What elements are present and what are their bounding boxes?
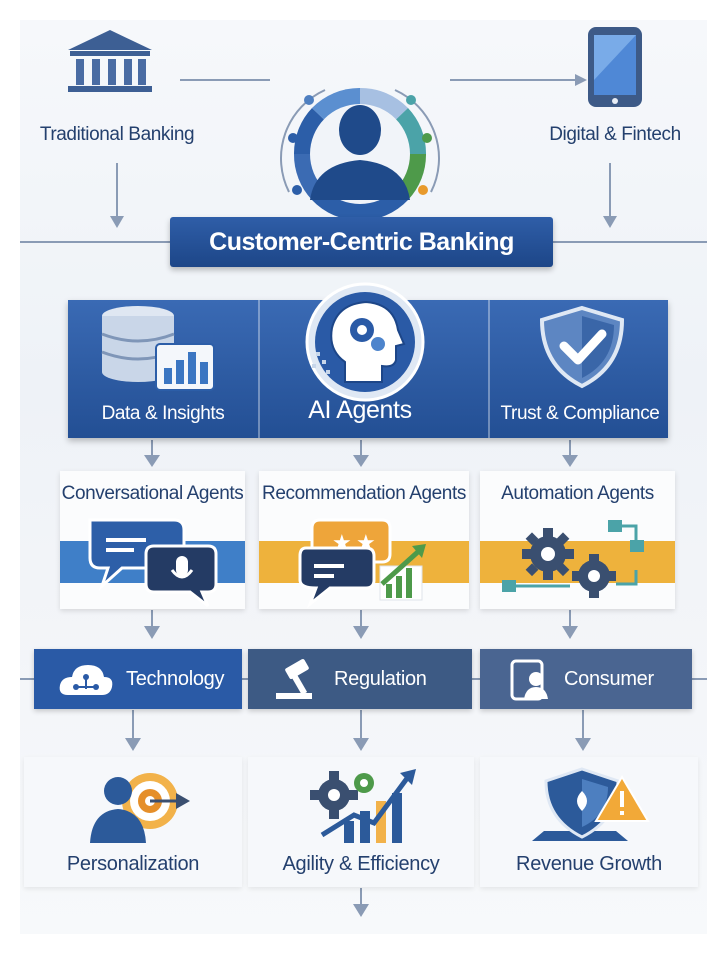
recommendation-agents-label: Recommendation Agents xyxy=(262,483,466,504)
arrow-down xyxy=(353,904,369,917)
outcome-agility-efficiency: Agility & Efficiency xyxy=(248,757,474,887)
ai-agents-label: AI Agents xyxy=(308,396,412,424)
arrow-down xyxy=(562,626,578,639)
database-chart-icon xyxy=(101,306,215,391)
personalization-label: Personalization xyxy=(66,853,200,875)
cloud-network-icon xyxy=(59,665,113,695)
rating-chart-icon: ★ ★ xyxy=(298,518,426,609)
shield-warning-icon xyxy=(532,767,650,841)
phone-icon xyxy=(588,27,642,107)
diagram-canvas: Traditional Banking Digital & Fintech Cu… xyxy=(20,20,707,934)
trust-compliance-label: Trust & Compliance xyxy=(500,403,660,424)
arrow-down xyxy=(562,455,578,467)
chat-bubbles-icon xyxy=(88,518,218,608)
arrow-down xyxy=(353,455,369,467)
user-device-icon xyxy=(510,659,548,701)
digital-fintech-label: Digital & Fintech xyxy=(549,124,681,145)
shield-check-icon xyxy=(539,305,625,389)
automation-agents-label: Automation Agents xyxy=(501,483,654,504)
arrow-down xyxy=(144,455,160,467)
arrow-down xyxy=(603,216,617,228)
outcome-personalization: Personalization xyxy=(24,757,242,887)
arrow-right xyxy=(575,74,587,86)
outcome-revenue-growth: Revenue Growth xyxy=(480,757,698,887)
driver-technology: Technology xyxy=(34,649,242,709)
bank-icon xyxy=(68,30,152,92)
customer-centric-banner: Customer-Centric Banking xyxy=(170,217,553,267)
arrow-down xyxy=(353,626,369,639)
driver-regulation: Regulation xyxy=(248,649,472,709)
gear-growth-icon xyxy=(310,769,416,843)
arrow-down xyxy=(125,738,141,751)
consumer-label: Consumer xyxy=(564,668,654,690)
gavel-icon xyxy=(276,659,312,699)
technology-label: Technology xyxy=(126,668,225,690)
ai-head-icon xyxy=(305,282,425,402)
driver-consumer: Consumer xyxy=(480,649,692,709)
traditional-banking-label: Traditional Banking xyxy=(39,124,195,145)
customer-avatar-icon xyxy=(280,87,440,221)
data-insights-label: Data & Insights xyxy=(101,403,225,424)
conversational-agents-label: Conversational Agents xyxy=(61,483,244,504)
agility-efficiency-label: Agility & Efficiency xyxy=(282,853,440,875)
revenue-growth-label: Revenue Growth xyxy=(516,853,662,875)
arrow-down xyxy=(353,738,369,751)
gears-workflow-icon xyxy=(502,520,644,598)
arrow-down xyxy=(144,626,160,639)
arrow-down xyxy=(575,738,591,751)
arrow-down xyxy=(110,216,124,228)
regulation-label: Regulation xyxy=(334,668,427,690)
person-target-icon xyxy=(90,773,190,843)
